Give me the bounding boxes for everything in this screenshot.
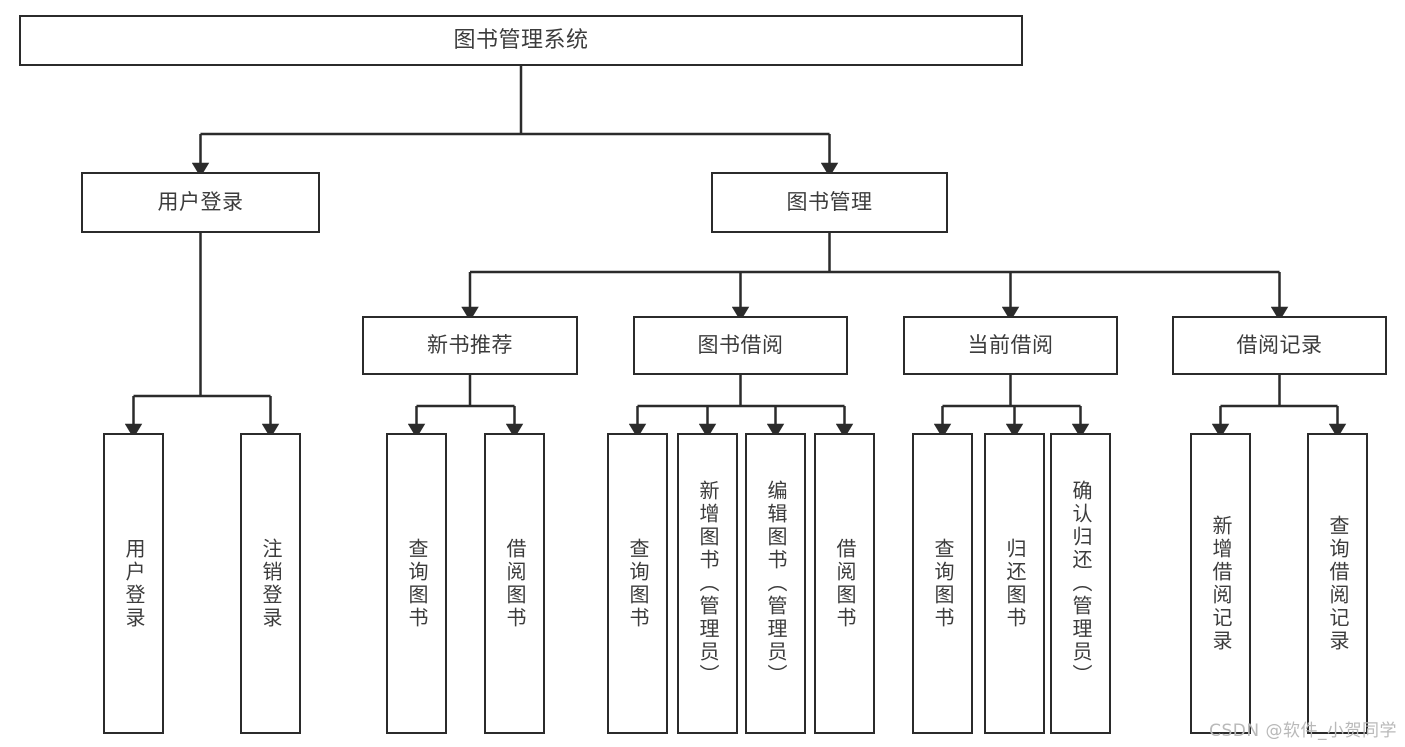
node-book-management[interactable]: 图书管理 [711,172,948,233]
node-label: 新书推荐 [427,333,513,358]
node-label: 用户登录 [122,537,146,630]
node-label: 确认归还（管理员） [1069,480,1093,687]
node-label: 当前借阅 [967,333,1054,358]
node-label: 图书管理 [786,190,873,215]
node-leaf-borrow-book[interactable]: 借阅图书 [814,433,875,734]
node-leaf-confirm-return[interactable]: 确认归还（管理员） [1050,433,1111,734]
node-label: 编辑图书（管理员） [764,480,788,687]
node-leaf-edit-book[interactable]: 编辑图书（管理员） [745,433,806,734]
node-label: 查询图书 [626,537,650,630]
node-leaf-query-borrow-record[interactable]: 查询借阅记录 [1307,433,1368,734]
node-label: 借阅记录 [1236,333,1323,358]
node-leaf-add-book[interactable]: 新增图书（管理员） [677,433,738,734]
node-new-book-recommend[interactable]: 新书推荐 [362,316,578,375]
node-label: 新增借阅记录 [1209,514,1233,653]
node-leaf-return-book[interactable]: 归还图书 [984,433,1045,734]
node-label: 归还图书 [1003,537,1027,630]
node-label: 查询图书 [405,537,429,630]
node-leaf-query-book-borrow[interactable]: 查询图书 [607,433,668,734]
watermark-text: CSDN @软件_小贺同学 [1209,721,1397,741]
node-label: 用户登录 [157,190,244,215]
node-label: 借阅图书 [833,537,857,630]
node-leaf-user-login[interactable]: 用户登录 [103,433,164,734]
node-user-login[interactable]: 用户登录 [81,172,320,233]
node-leaf-borrow-book-recommend[interactable]: 借阅图书 [484,433,545,734]
node-borrow-record[interactable]: 借阅记录 [1172,316,1387,375]
node-label: 借阅图书 [503,537,527,630]
node-label: 查询借阅记录 [1326,514,1350,653]
node-leaf-query-book-recommend[interactable]: 查询图书 [386,433,447,734]
node-current-borrow[interactable]: 当前借阅 [903,316,1118,375]
node-leaf-query-book-current[interactable]: 查询图书 [912,433,973,734]
node-label: 查询图书 [931,537,955,630]
node-root[interactable]: 图书管理系统 [19,15,1023,66]
node-book-borrow[interactable]: 图书借阅 [633,316,848,375]
node-leaf-add-borrow-record[interactable]: 新增借阅记录 [1190,433,1251,734]
node-label: 新增图书（管理员） [696,480,720,687]
node-leaf-logout-login[interactable]: 注销登录 [240,433,301,734]
node-label: 注销登录 [259,537,283,630]
node-label: 图书借阅 [697,333,784,358]
node-label: 图书管理系统 [453,27,589,53]
